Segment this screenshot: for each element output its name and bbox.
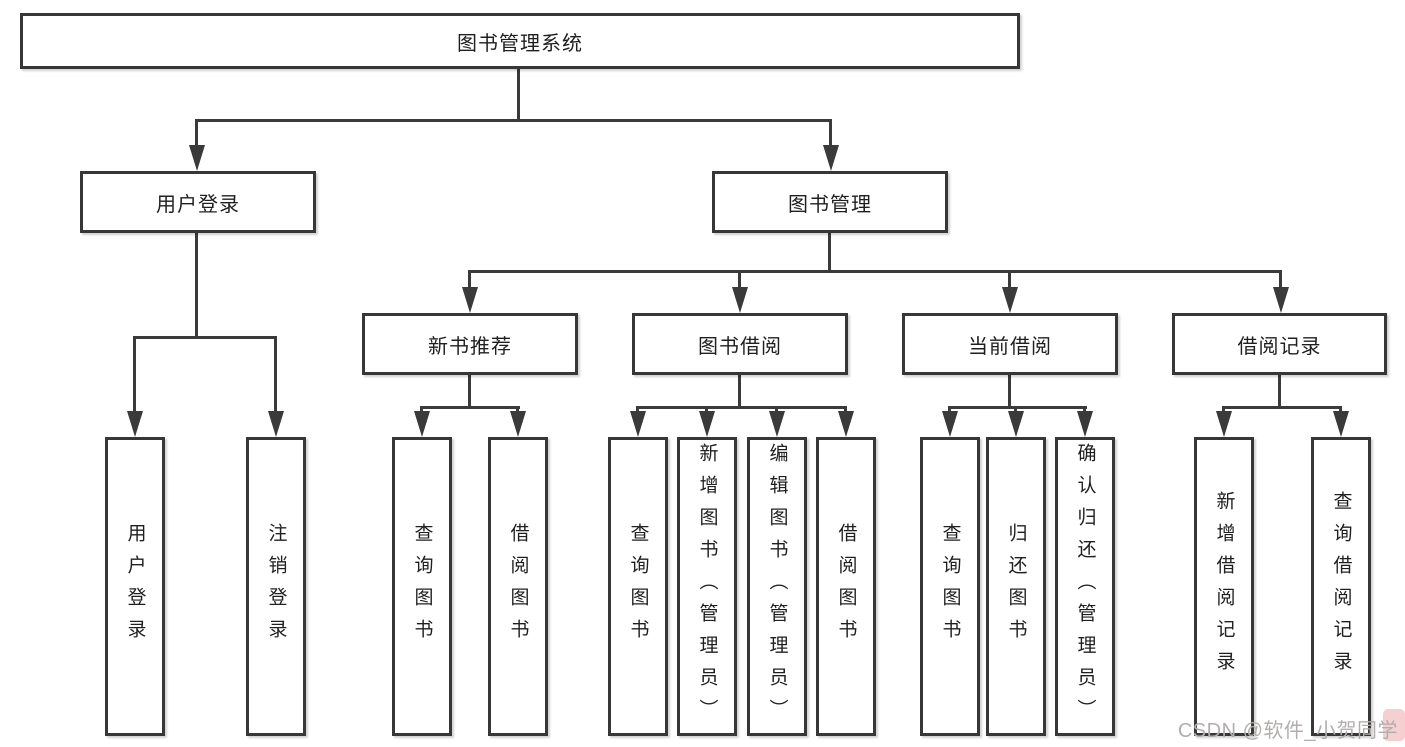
node-label: 新增图书（管理员）: [696, 442, 718, 731]
node-label: 借阅记录: [1237, 335, 1322, 358]
leaf-confirm-return-admin: 确认归还（管理员）: [1055, 437, 1115, 736]
connector-line: [469, 270, 1282, 273]
connector-line: [274, 336, 277, 416]
connector-line: [1222, 406, 1342, 409]
connector-line: [705, 406, 708, 414]
connector-line: [468, 375, 471, 408]
node-label: 新增借阅记录: [1213, 490, 1235, 683]
connector-line: [1008, 375, 1011, 408]
node-book-borrowing: 图书借阅: [632, 313, 848, 375]
arrowhead-down: [699, 411, 715, 437]
node-label: 查询图书: [627, 522, 649, 651]
connector-line: [1008, 270, 1011, 292]
arrowhead-down: [127, 411, 143, 437]
node-label: 注销登录: [265, 522, 287, 651]
leaf-query-books-borrow: 查询图书: [608, 437, 668, 736]
connector-line: [134, 336, 277, 339]
node-book-management: 图书管理: [712, 171, 948, 233]
node-label: 借阅图书: [507, 522, 529, 651]
arrowhead-down: [823, 145, 839, 171]
connector-line: [828, 233, 831, 273]
node-new-book-recommendation: 新书推荐: [362, 313, 578, 375]
connector-line: [844, 406, 847, 414]
node-label: 编辑图书（管理员）: [766, 442, 788, 731]
connector-line: [1014, 406, 1017, 414]
connector-line: [1083, 406, 1086, 414]
connector-line: [1278, 375, 1281, 408]
arrowhead-down: [268, 411, 284, 437]
arrowhead-down: [1008, 411, 1024, 437]
connector-line: [1339, 406, 1342, 414]
connector-line: [738, 375, 741, 408]
connector-line: [829, 119, 832, 152]
arrowhead-down: [1002, 287, 1018, 313]
arrowhead-down: [732, 287, 748, 313]
connector-line: [948, 406, 951, 414]
leaf-user-login: 用户登录: [105, 437, 165, 736]
arrowhead-down: [414, 411, 430, 437]
watermark-accent: [1383, 709, 1405, 741]
connector-line: [195, 233, 198, 338]
arrowhead-down: [1216, 411, 1232, 437]
connector-line: [1279, 270, 1282, 292]
arrowhead-down: [769, 411, 785, 437]
connector-line: [133, 336, 136, 416]
arrowhead-down: [630, 411, 646, 437]
connector-line: [516, 406, 519, 414]
node-user-login: 用户登录: [80, 171, 316, 233]
connector-line: [636, 406, 847, 409]
node-library-management-system: 图书管理系统: [20, 13, 1020, 69]
leaf-query-borrow-record: 查询借阅记录: [1311, 437, 1371, 736]
node-label: 图书管理: [788, 193, 872, 216]
watermark: CSDN @软件_小贺同学: [1177, 720, 1398, 742]
connector-line: [775, 406, 778, 414]
connector-line: [948, 406, 1087, 409]
arrowhead-down: [942, 411, 958, 437]
arrowhead-down: [1333, 411, 1349, 437]
connector-line: [420, 406, 423, 414]
node-label: 查询图书: [411, 522, 433, 651]
node-label: 查询图书: [939, 522, 961, 651]
node-label: 借阅图书: [835, 522, 857, 651]
connector-line: [1222, 406, 1225, 414]
leaf-query-books-current: 查询图书: [920, 437, 980, 736]
leaf-edit-book-admin: 编辑图书（管理员）: [747, 437, 807, 736]
arrowhead-down: [1077, 411, 1093, 437]
node-label: 查询借阅记录: [1330, 490, 1352, 683]
node-borrowing-records: 借阅记录: [1172, 313, 1387, 375]
connector-line: [420, 406, 520, 409]
leaf-add-borrow-record: 新增借阅记录: [1194, 437, 1254, 736]
connector-line: [517, 69, 520, 122]
connector-line: [738, 270, 741, 292]
node-label: 确认归还（管理员）: [1074, 442, 1096, 731]
node-label: 用户登录: [156, 193, 240, 216]
leaf-return-book: 归还图书: [986, 437, 1046, 736]
leaf-borrow-books-recommend: 借阅图书: [488, 437, 548, 736]
node-label: 新书推荐: [428, 335, 512, 358]
leaf-borrow-books: 借阅图书: [816, 437, 876, 736]
leaf-add-book-admin: 新增图书（管理员）: [677, 437, 737, 736]
node-label: 图书借阅: [698, 335, 782, 358]
arrowhead-down: [462, 287, 478, 313]
arrowhead-down: [1273, 287, 1289, 313]
node-label: 当前借阅: [968, 335, 1052, 358]
leaf-logout: 注销登录: [246, 437, 306, 736]
connector-line: [195, 119, 198, 152]
connector-line: [468, 270, 471, 292]
node-label: 用户登录: [124, 522, 146, 651]
node-current-borrowing: 当前借阅: [902, 313, 1118, 375]
arrowhead-down: [838, 411, 854, 437]
leaf-query-books-recommend: 查询图书: [392, 437, 452, 736]
connector-line: [636, 406, 639, 414]
connector-line: [196, 119, 832, 122]
arrowhead-down: [189, 145, 205, 171]
node-label: 图书管理系统: [457, 32, 583, 55]
arrowhead-down: [510, 411, 526, 437]
node-label: 归还图书: [1005, 522, 1027, 651]
